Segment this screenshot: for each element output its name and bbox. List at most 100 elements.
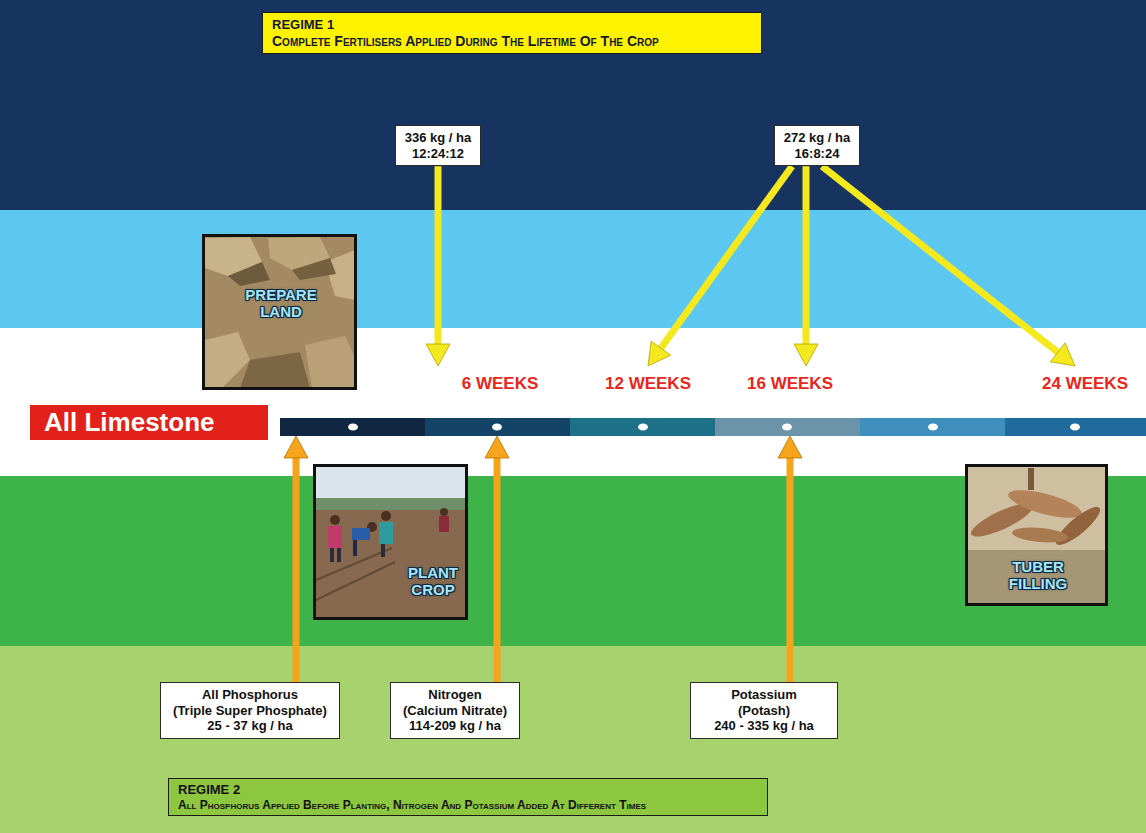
label-text: PREPARE LAND — [235, 287, 327, 320]
worker-body — [439, 516, 449, 532]
timeline-segment — [1005, 418, 1146, 436]
arrow-head — [648, 341, 671, 366]
arrow-head — [426, 344, 450, 366]
label-text: Nitrogen — [394, 687, 516, 703]
arrow-shaft — [435, 166, 442, 346]
photo-frame: TUBER FILLING — [965, 464, 1108, 606]
timeline-dot — [782, 424, 792, 431]
arrow-connector — [485, 436, 509, 682]
nutrient-box: Nitrogen(Calcium Nitrate)114-209 kg / ha — [390, 682, 520, 739]
label-text: (Potash) — [694, 703, 834, 719]
label-text: (Triple Super Phosphate) — [164, 703, 336, 719]
label-text: 16 WEEKS — [735, 374, 845, 394]
regime-box: REGIME 1Complete Fertilisers Applied Dur… — [262, 12, 762, 54]
label-text: 114-209 kg / ha — [394, 718, 516, 734]
timeline-segment — [570, 418, 715, 436]
nutrient-box: Potassium(Potash)240 - 335 kg / ha — [690, 682, 838, 739]
worker-head — [330, 515, 340, 525]
soil-shadow — [240, 352, 310, 388]
arrow-connector — [426, 166, 450, 366]
soil-clod — [305, 336, 355, 388]
arrow-shaft — [803, 166, 810, 346]
timeline-segment — [425, 418, 570, 436]
tuber — [1011, 526, 1068, 545]
worker-body — [379, 522, 393, 544]
stem — [1028, 468, 1034, 490]
label-text: 16:8:24 — [778, 146, 856, 162]
label-text: 6 WEEKS — [445, 374, 555, 394]
photo-frame: PLANT CROP — [313, 464, 468, 620]
label-text: 25 - 37 kg / ha — [164, 718, 336, 734]
label-text: 336 kg / ha — [399, 130, 477, 146]
nutrient-box: All Phosphorus(Triple Super Phosphate)25… — [160, 682, 340, 739]
timeline-dot — [348, 424, 358, 431]
arrow-head — [794, 344, 818, 366]
limestone-box: All Limestone — [30, 405, 268, 440]
photo-frame: PREPARE LAND — [202, 234, 357, 390]
plant-crop-photo — [313, 464, 468, 620]
arrow-shaft — [787, 456, 794, 682]
arrow-shaft — [293, 456, 300, 682]
label-text: 12 WEEKS — [593, 374, 703, 394]
arrow-head — [284, 436, 308, 458]
arrow-connector — [778, 436, 802, 682]
arrow-connector — [284, 436, 308, 682]
worker-head — [381, 511, 391, 521]
timeline: 6 WEEKS 12 WEEKS 16 WEEKS 24 WEEKS — [280, 366, 1146, 436]
field — [313, 510, 468, 620]
arrow-connector — [794, 166, 818, 366]
worker-leg — [381, 544, 385, 557]
arrow-head — [485, 436, 509, 458]
prepare-land-photo — [202, 234, 357, 390]
timeline-bar — [280, 418, 1146, 436]
timeline-dot — [638, 424, 648, 431]
worker-leg — [337, 548, 341, 562]
arrow-shaft — [822, 166, 1059, 353]
label-text: (Calcium Nitrate) — [394, 703, 516, 719]
label-text: 272 kg / ha — [778, 130, 856, 146]
soil-shadow — [292, 258, 336, 280]
label-text: All Phosphorus Applied Before Planting, … — [178, 798, 758, 812]
label-text: 240 - 335 kg / ha — [694, 718, 834, 734]
label-text: 12:24:12 — [399, 146, 477, 162]
soil — [965, 464, 1108, 606]
label-text: 24 WEEKS — [1030, 374, 1140, 394]
navy-band — [0, 0, 1146, 210]
label-text: PLANT CROP — [401, 565, 465, 598]
furrow — [316, 562, 395, 600]
arrow-connector — [648, 166, 792, 366]
light-green-band — [0, 646, 1146, 833]
timeline-dot — [928, 424, 938, 431]
regime-box: REGIME 2All Phosphorus Applied Before Pl… — [168, 778, 768, 816]
soil — [202, 234, 357, 390]
sky-band — [0, 210, 1146, 328]
timeline-segment — [280, 418, 425, 436]
tuber — [1051, 502, 1104, 550]
arrow-head — [1050, 343, 1075, 366]
label-text: REGIME 2 — [178, 782, 758, 798]
label-text: All Phosphorus — [164, 687, 336, 703]
arrow-connector — [822, 166, 1075, 366]
timeline-dot — [1070, 424, 1080, 431]
worker-body — [352, 528, 370, 540]
label-text: TUBER FILLING — [999, 559, 1077, 592]
timeline-dot — [492, 424, 502, 431]
worker-head — [440, 508, 448, 516]
tuber-photo — [965, 464, 1108, 606]
worker-body — [328, 526, 342, 548]
label-text: Complete Fertilisers Applied During The … — [272, 33, 752, 50]
worker-leg — [353, 540, 357, 556]
tuber — [1006, 485, 1085, 524]
rate-box: 272 kg / ha16:8:24 — [774, 125, 860, 166]
label-text: REGIME 1 — [272, 17, 752, 33]
timeline-segment — [715, 418, 860, 436]
rate-box: 336 kg / ha12:24:12 — [395, 125, 481, 166]
label-text: All Limestone — [44, 407, 254, 438]
label-text: Potassium — [694, 687, 834, 703]
worker-leg — [330, 548, 334, 562]
arrow-shaft — [660, 166, 792, 350]
white-band — [0, 328, 1146, 476]
